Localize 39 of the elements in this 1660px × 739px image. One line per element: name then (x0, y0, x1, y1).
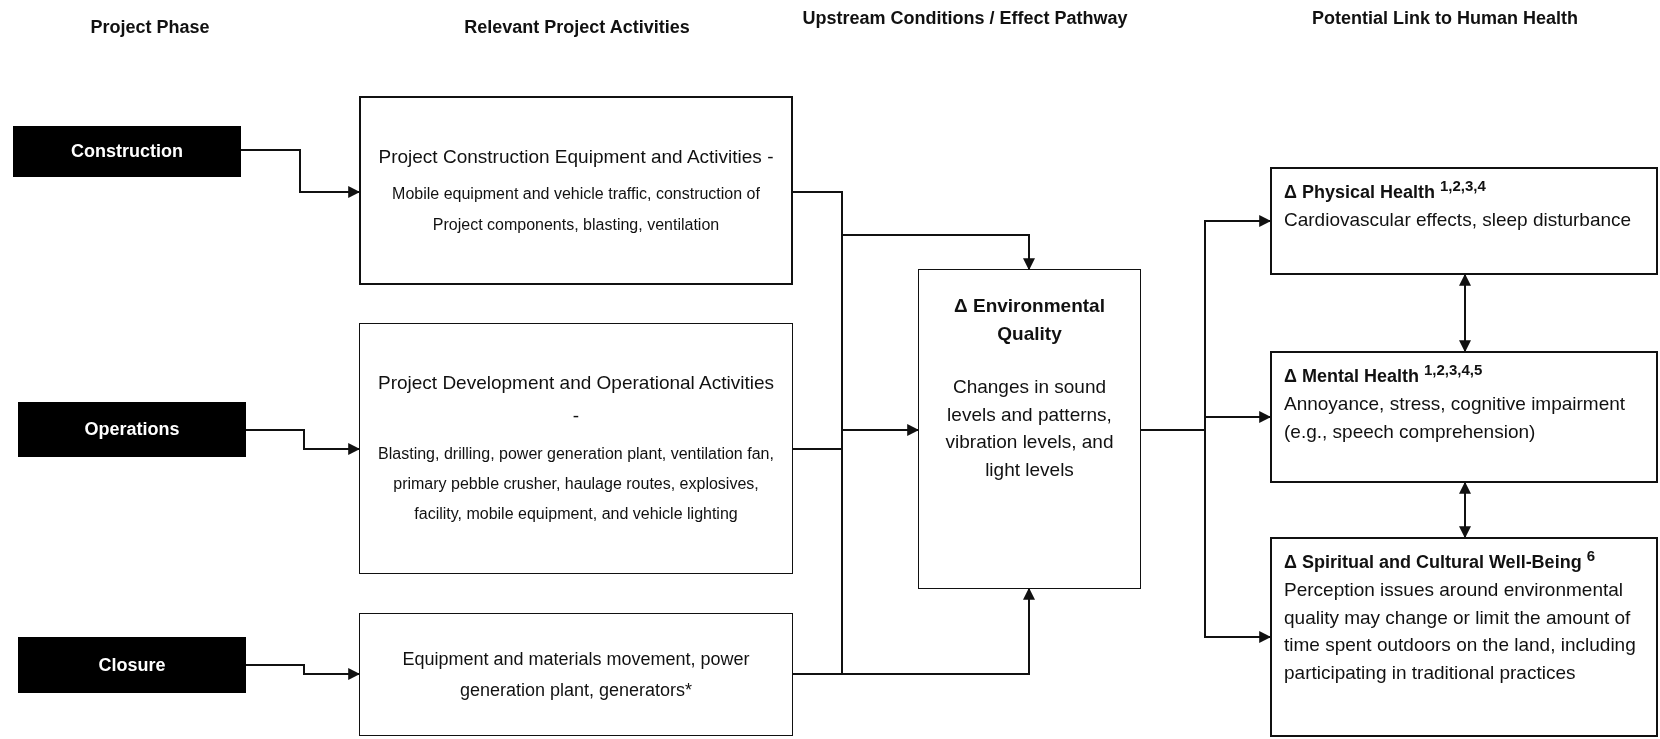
box-title: Δ Spiritual and Cultural Well-Being $^{6}$ (1284, 546, 1595, 574)
arrow (240, 149, 361, 198)
box-title: Δ Physical Health $^{1,2,3,4}$ (1284, 176, 1486, 204)
phase-box (13, 126, 241, 177)
process-box (359, 613, 793, 736)
box-text: Annoyance, stress, cognitive impairment (e.g., speech comprehension) (1284, 392, 1627, 444)
arrow (1459, 273, 1471, 353)
box-title: Project Construction Equipment and Activities - (378, 144, 774, 169)
phase-box (18, 637, 246, 693)
column-heading: Upstream Conditions / Effect Pathway (801, 7, 1129, 30)
box-text: Mobile equipment and vehicle traffic, construction of Project components, blasting, ventilation (391, 184, 761, 235)
outcome-box (1270, 537, 1658, 737)
phase-label: Construction (71, 141, 183, 162)
box-title: Δ Environmental Quality (953, 294, 1106, 346)
outcome-box (1270, 351, 1658, 483)
phase-label: Closure (98, 654, 166, 676)
arrow (1140, 429, 1272, 643)
arrow (792, 191, 1035, 271)
arrow (792, 424, 920, 450)
phase-label: Operations (84, 419, 180, 440)
box-title: Equipment and materials movement, power generation plant, generators* (401, 647, 751, 702)
arrow (245, 429, 361, 455)
box-text: Perception issues around environmental quality may change or limit the amount of time spent outdoors on the land, including participating in traditional practices (1284, 578, 1637, 685)
box-text: Cardiovascular effects, sleep disturbance (1284, 208, 1632, 232)
process-box (359, 96, 793, 285)
process-box (918, 269, 1141, 589)
box-text: Changes in sound levels and patterns, vibration levels, and light levels (944, 375, 1115, 482)
process-box (359, 323, 793, 574)
arrow (1459, 481, 1471, 539)
column-heading: Relevant Project Activities (463, 16, 691, 39)
column-heading: Potential Link to Human Health (1311, 7, 1579, 30)
arrow (245, 664, 361, 680)
phase-box (18, 402, 246, 457)
box-title: Project Development and Operational Activities - (376, 371, 775, 428)
outcome-box (1270, 167, 1658, 275)
box-text: Blasting, drilling, power generation plant, ventilation fan, primary pebble crusher, haulage routes, explosives, facility, mobile equipment, and vehicle lighting (377, 443, 775, 525)
box-title: Δ Mental Health $^{1,2,3,4,5}$ (1284, 360, 1483, 388)
arrow (792, 587, 1035, 675)
column-heading: Project Phase (89, 16, 211, 39)
